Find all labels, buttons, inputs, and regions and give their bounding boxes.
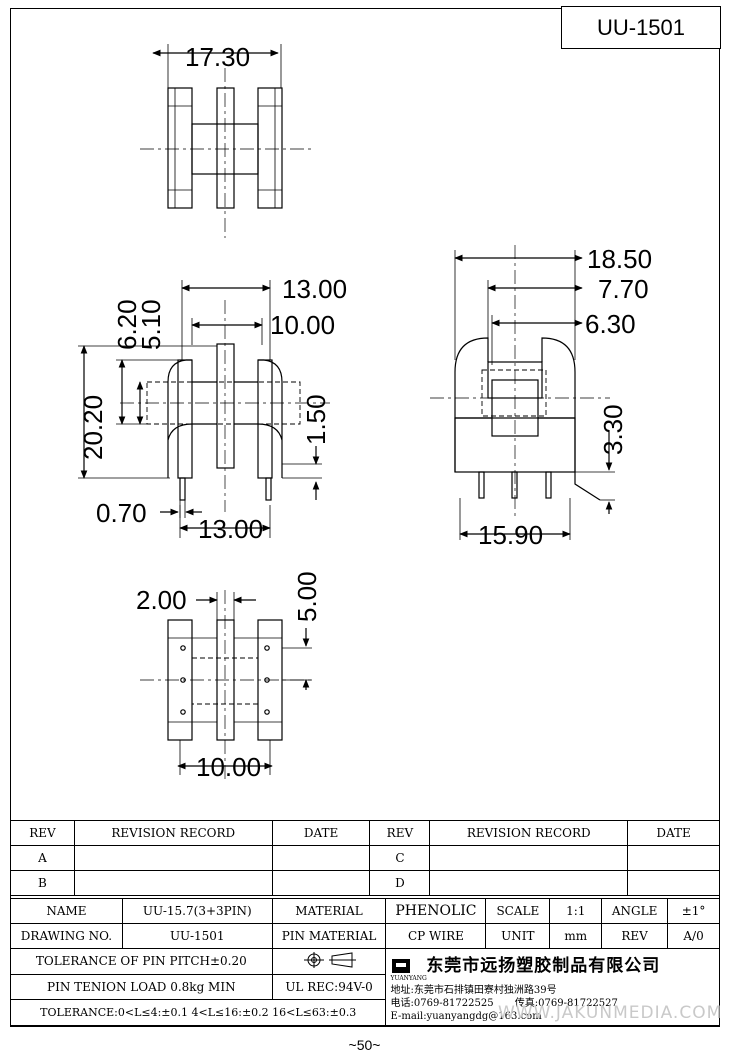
title-block: NAME UU-15.7(3+3PIN) MATERIAL PHENOLIC S… — [9, 898, 720, 1026]
dim-front-13-top: 13.00 — [282, 274, 347, 304]
revision-row: A C — [10, 845, 720, 871]
company-phone: 电话:0769-81722525 — [390, 997, 494, 1009]
date-cell — [627, 870, 720, 896]
watermark: WWW.JAKUNMEDIA.COM — [498, 1003, 723, 1023]
revision-cell — [429, 845, 629, 871]
rev-c: C — [369, 845, 431, 871]
dim-bottom-10-00: 10.00 — [196, 752, 261, 782]
company-email: E-mail:yuanyangdg@163.com — [390, 1010, 542, 1022]
ul-rec: UL REC:94V-0 — [271, 973, 387, 1000]
dim-side-6-30: 6.30 — [585, 309, 636, 339]
angle-value: ±1° — [667, 898, 720, 924]
dim-front-5-10: 5.10 — [136, 299, 166, 350]
unit-label: UNIT — [485, 923, 551, 949]
dim-top-width: 17.30 — [185, 42, 250, 72]
date-header-left: DATE — [271, 820, 371, 846]
unit-value: mm — [549, 923, 603, 949]
general-tolerance: TOLERANCE:0<L≤4:±0.1 4<L≤16:±0.2 16<L≤63… — [9, 999, 387, 1026]
revision-cell — [73, 845, 273, 871]
dim-side-7-70: 7.70 — [598, 274, 649, 304]
pin-material-value: CP WIRE — [385, 923, 487, 949]
company-address: 地址:东莞市石排镇田寮村独洲路39号 — [390, 984, 557, 996]
revision-record-header-right: REVISION RECORD — [429, 820, 629, 846]
scale-value: 1:1 — [549, 898, 603, 924]
rev-b: B — [10, 870, 75, 896]
dim-front-10: 10.00 — [270, 310, 335, 340]
dim-bottom-5-00: 5.00 — [292, 571, 322, 622]
rev-label: REV — [601, 923, 669, 949]
material-label: MATERIAL — [271, 898, 387, 924]
dim-front-0-70: 0.70 — [96, 498, 147, 528]
scale-label: SCALE — [485, 898, 551, 924]
name-value: UU-15.7(3+3PIN) — [121, 898, 273, 924]
title-box: UU-1501 — [561, 6, 721, 49]
front-view — [78, 280, 330, 538]
rev-value: A/0 — [667, 923, 720, 949]
dim-bottom-2-00: 2.00 — [136, 585, 187, 615]
rev-header-right: REV — [369, 820, 431, 846]
page-number: ~50~ — [348, 1037, 381, 1053]
dim-front-13-bottom: 13.00 — [198, 514, 263, 544]
rev-d: D — [369, 870, 431, 896]
date-cell — [271, 870, 371, 896]
dim-side-3-30: 3.30 — [598, 404, 628, 455]
first-angle-projection-icon — [304, 951, 357, 968]
revision-row: B D — [10, 870, 720, 896]
pin-pitch-tolerance: TOLERANCE OF PIN PITCH±0.20 — [10, 948, 273, 975]
revision-cell — [429, 870, 629, 896]
dim-front-6-20: 6.20 — [112, 299, 142, 350]
pin-material-label: PIN MATERIAL — [271, 923, 387, 949]
company-fax: 传真:0769-81722527 — [514, 997, 618, 1009]
company-logo-icon — [392, 958, 411, 973]
revision-table: REV REVISION RECORD DATE REV REVISION RE… — [10, 820, 720, 896]
dim-side-15-90: 15.90 — [478, 520, 543, 550]
rev-a: A — [10, 845, 75, 871]
projection-symbol — [271, 948, 387, 975]
logo-text: YUANYANG — [390, 974, 427, 982]
revision-record-header-left: REVISION RECORD — [73, 820, 273, 846]
company-name: 东莞市远扬塑胶制品有限公司 — [426, 956, 661, 976]
date-cell — [627, 845, 720, 871]
dim-front-1-50: 1.50 — [301, 394, 331, 445]
dim-front-20-20: 20.20 — [78, 395, 108, 460]
company-block: 东莞市远扬塑胶制品有限公司 YUANYANG 地址:东莞市石排镇田寮村独洲路39… — [385, 948, 720, 1026]
material-value: PHENOLIC — [385, 898, 487, 924]
drawing-no-value: UU-1501 — [121, 923, 273, 949]
date-header-right: DATE — [627, 820, 720, 846]
top-view — [140, 44, 312, 238]
side-view — [430, 245, 615, 540]
name-label: NAME — [10, 898, 123, 924]
date-cell — [271, 845, 371, 871]
angle-label: ANGLE — [601, 898, 669, 924]
drawing-sheet — [10, 8, 720, 1027]
bottom-view — [140, 590, 312, 780]
revision-cell — [73, 870, 273, 896]
dim-side-18-50: 18.50 — [587, 244, 652, 274]
pin-tension-load: PIN TENION LOAD 0.8kg MIN — [10, 973, 273, 1000]
drawing-no-label: DRAWING NO. — [10, 923, 123, 949]
rev-header-left: REV — [10, 820, 75, 846]
